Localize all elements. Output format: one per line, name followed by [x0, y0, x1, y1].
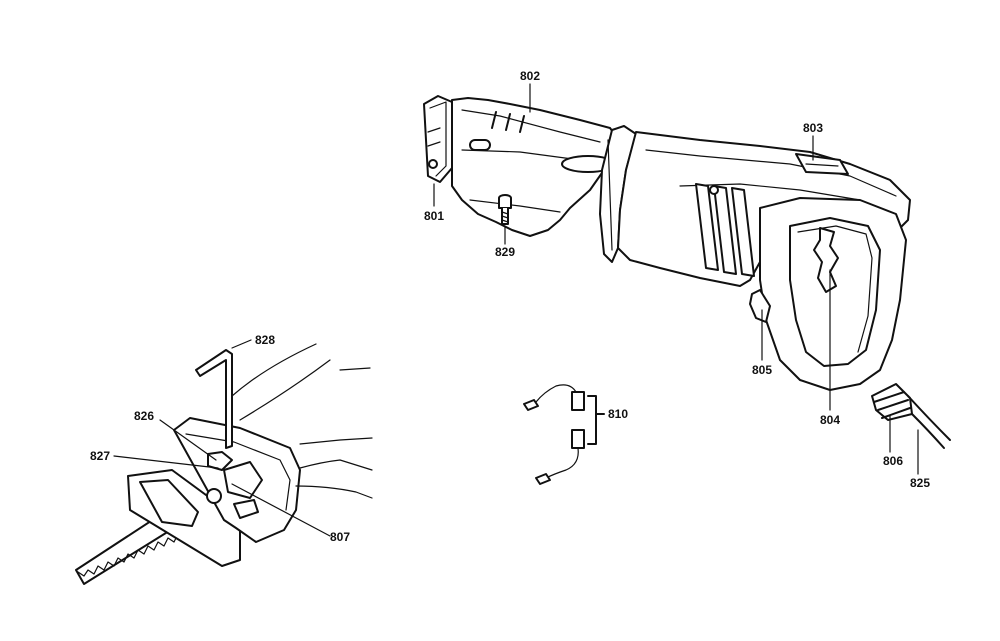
label-827: 827	[90, 449, 110, 463]
hex-key-828	[195, 349, 233, 449]
reciprocating-saw-body	[423, 95, 951, 449]
label-825: 825	[910, 476, 930, 490]
label-802: 802	[520, 69, 540, 83]
label-829: 829	[495, 245, 515, 259]
label-826: 826	[134, 409, 154, 423]
label-801: 801	[424, 209, 444, 223]
front-housing	[173, 417, 301, 543]
shoe-801	[423, 95, 453, 183]
part-labels: 802 801 803 829 804 805 806 825 810 828 …	[90, 69, 930, 544]
blade-clamp-inset	[75, 343, 373, 585]
handle-opening	[789, 217, 881, 367]
trigger-804	[813, 227, 839, 293]
vent-slots	[695, 183, 755, 277]
cord-guard-806	[871, 383, 913, 421]
label-806: 806	[883, 454, 903, 468]
leader-lines	[113, 83, 919, 537]
screw-829	[498, 194, 512, 225]
carbon-brushes-810	[523, 384, 605, 485]
label-805: 805	[752, 363, 772, 377]
lock-button-805	[749, 289, 771, 323]
label-803: 803	[803, 121, 823, 135]
nose-housing	[451, 97, 617, 237]
label-804: 804	[820, 413, 840, 427]
label-828: 828	[255, 333, 275, 347]
switch-803	[795, 153, 849, 175]
label-810: 810	[608, 407, 628, 421]
cord-825	[907, 395, 951, 441]
label-807: 807	[330, 530, 350, 544]
